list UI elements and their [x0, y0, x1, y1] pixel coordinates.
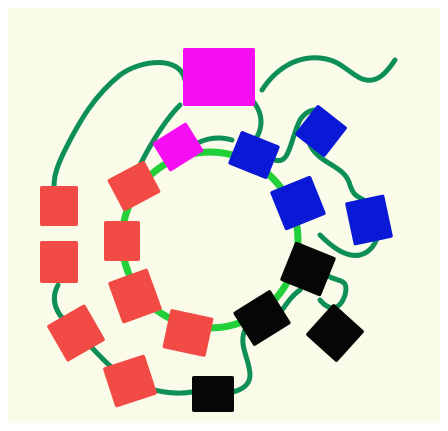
black-block-4 [192, 376, 234, 412]
magenta-block-large [183, 48, 255, 106]
red-block-outer-2 [40, 241, 78, 283]
red-block-outer-1 [40, 186, 78, 226]
red-block-inner-2 [104, 221, 140, 261]
